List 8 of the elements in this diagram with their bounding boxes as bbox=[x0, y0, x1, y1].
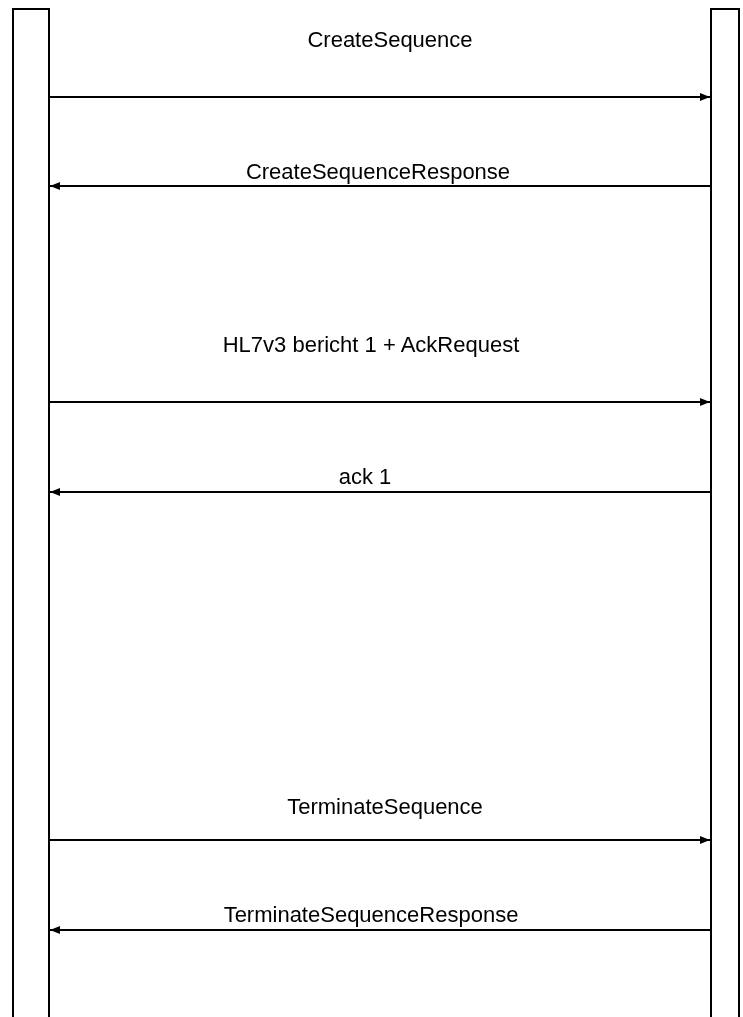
message-arrow bbox=[49, 182, 711, 190]
message-arrow bbox=[49, 93, 711, 101]
lifeline-box bbox=[710, 8, 740, 1017]
lifeline-box bbox=[12, 8, 50, 1017]
message-arrow bbox=[49, 926, 711, 934]
message-arrow bbox=[49, 836, 711, 844]
message-arrow bbox=[49, 488, 711, 496]
message-arrow bbox=[49, 398, 711, 406]
